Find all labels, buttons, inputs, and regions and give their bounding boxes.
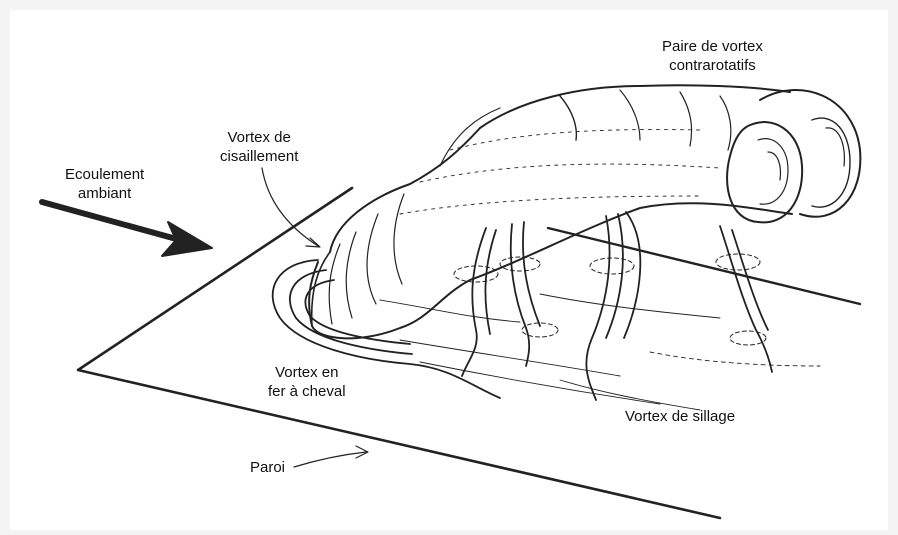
label-cisaillement-line1: Vortex de xyxy=(220,128,298,147)
label-paire-line1: Paire de vortex xyxy=(662,37,763,56)
label-vortex-cisaillement: Vortex de cisaillement xyxy=(220,128,298,166)
label-vortex-fer-a-cheval: Vortex en fer à cheval xyxy=(268,363,346,401)
wake-vortices xyxy=(462,212,772,400)
tube-streaks xyxy=(400,130,720,214)
flow-arrow xyxy=(42,202,212,256)
label-paire-vortex: Paire de vortex contrarotatifs xyxy=(662,37,763,75)
surface-streaks xyxy=(380,294,820,410)
counter-rotating-pair xyxy=(727,90,860,222)
label-ecoulement-line1: Ecoulement xyxy=(65,165,144,184)
label-cisaillement-line2: cisaillement xyxy=(220,147,298,166)
label-fer-line2: fer à cheval xyxy=(268,382,346,401)
figure-frame: Ecoulement ambiant Vortex de cisaillemen… xyxy=(10,10,888,530)
label-ecoulement-ambiant: Ecoulement ambiant xyxy=(65,165,144,203)
vortex-diagram xyxy=(10,10,888,530)
leader-cisaillement xyxy=(262,168,318,246)
label-paroi: Paroi xyxy=(250,458,285,477)
label-vortex-sillage: Vortex de sillage xyxy=(625,407,735,426)
label-ecoulement-line2: ambiant xyxy=(65,184,144,203)
wall-far-edge xyxy=(548,228,860,304)
label-fer-line1: Vortex en xyxy=(268,363,346,382)
label-paire-line2: contrarotatifs xyxy=(662,56,763,75)
leader-paroi xyxy=(294,452,366,467)
